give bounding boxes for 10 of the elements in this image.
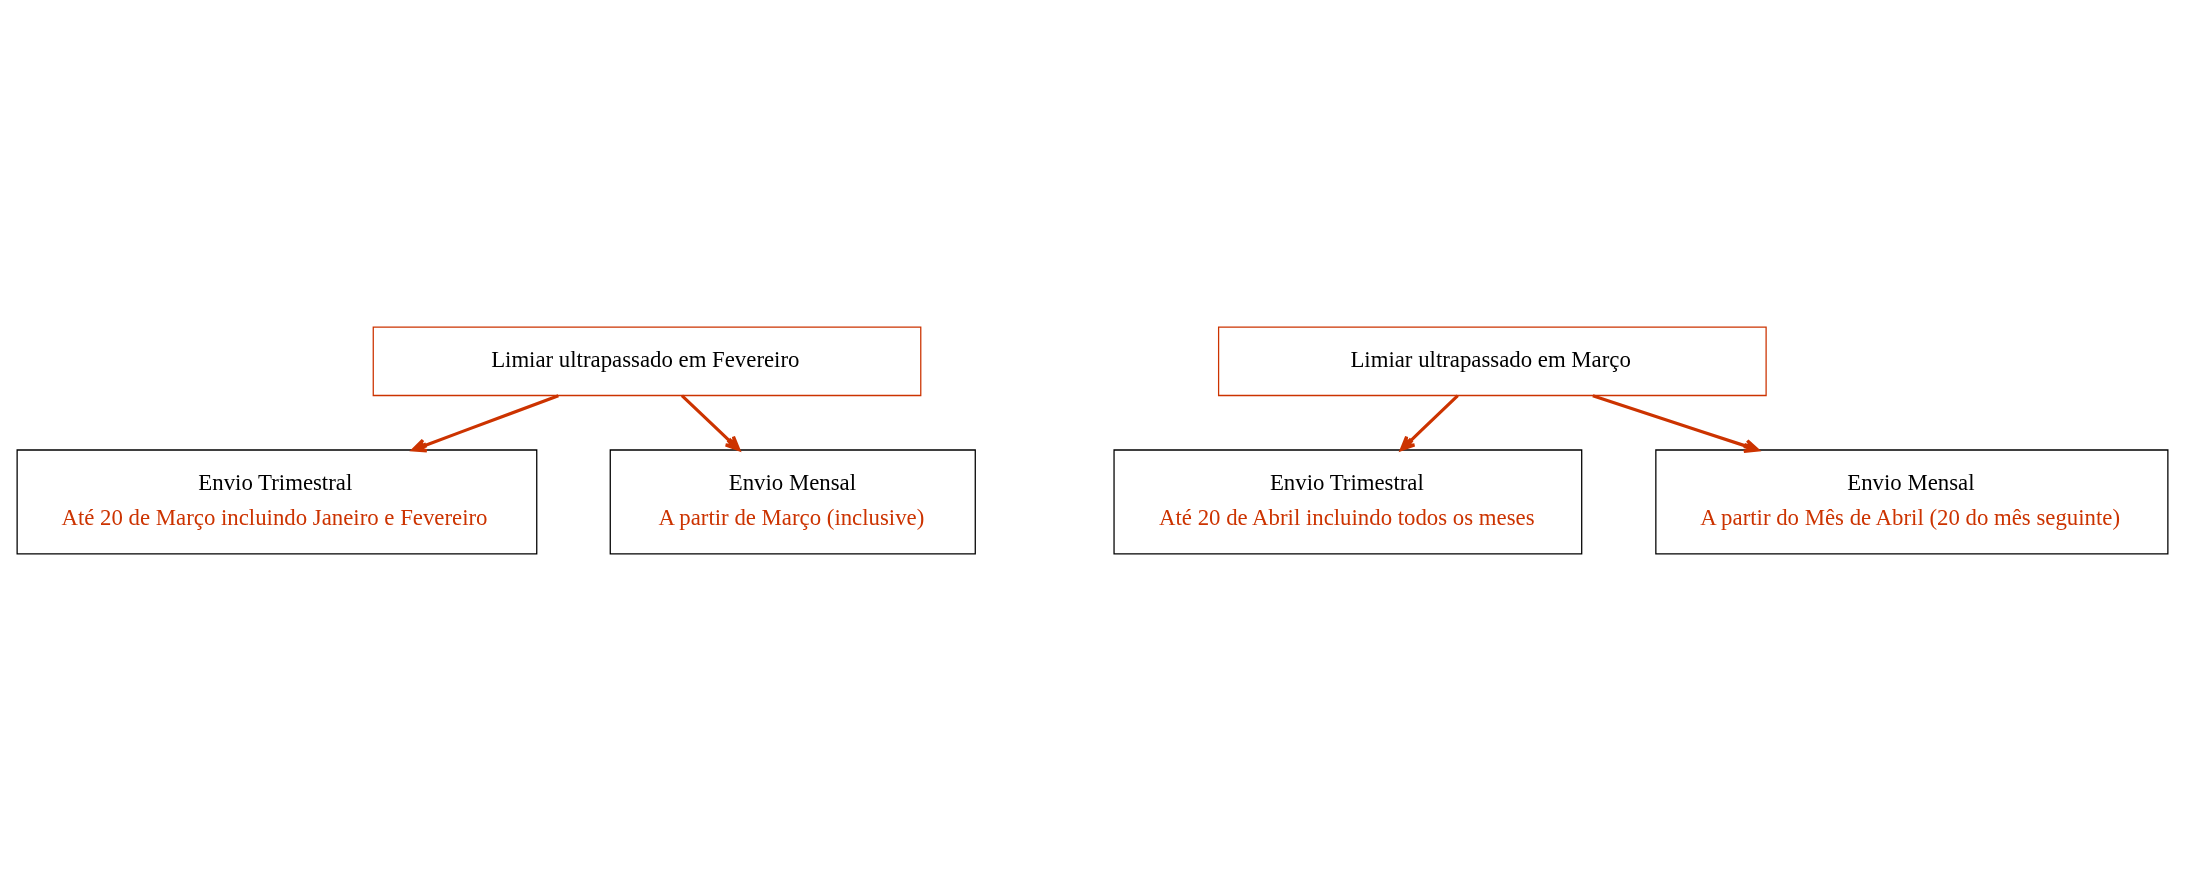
node-box: Limiar ultrapassado em Fevereiro — [372, 326, 922, 397]
node-box: Envio Trimestral Até 20 de Março incluindo Janeiro e Fevereiro — [16, 449, 538, 555]
node-box: Envio Mensal A partir de Março (inclusive) — [609, 449, 976, 555]
arrow — [680, 394, 741, 452]
node-box: Envio Trimestral Até 20 de Abril incluindo todos os meses — [1113, 449, 1583, 555]
node-box: Envio Mensal A partir do Mês de Abril (20 do mês seguinte) — [1655, 449, 2169, 555]
arrow — [411, 394, 559, 453]
arrow — [1399, 394, 1459, 452]
arrow — [1592, 394, 1760, 453]
node-box: Limiar ultrapassado em Março — [1217, 326, 1767, 397]
